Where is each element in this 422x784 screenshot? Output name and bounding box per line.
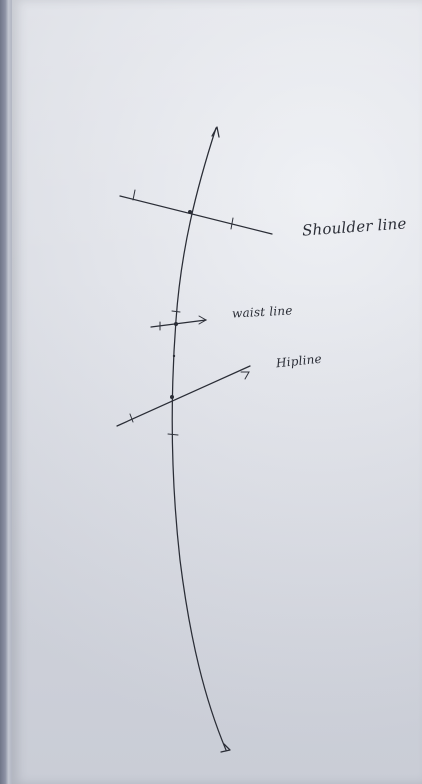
hip-line [116,365,251,427]
top-arrowhead [211,126,220,138]
shoulder-line [119,195,273,235]
shoulder-tick-left [132,189,136,201]
background-edge [0,0,12,784]
waist-center-dot [174,322,178,326]
waist-marker [172,354,176,358]
center-curve [171,127,227,751]
bottom-arrowhead [220,743,231,753]
waist-line [150,319,207,328]
lower-tick [167,433,179,436]
hip-arrow-right [240,371,250,380]
upper-waist-tick [171,310,181,313]
hip-tick-left [129,413,134,423]
paper-sheet [12,0,422,784]
shoulder-tick-right [230,217,234,230]
shoulder-center-dot [188,210,192,214]
paper-lighting [12,0,422,784]
hip-center-dot [170,395,174,399]
waist-arrow-right [198,315,208,325]
